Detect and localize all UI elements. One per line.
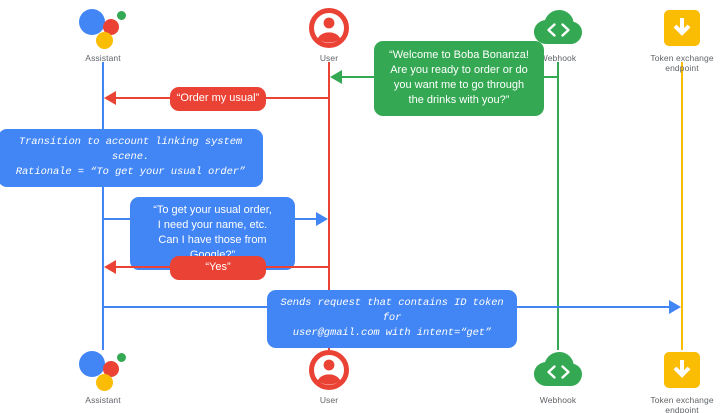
actor-label-webhook-bottom: Webhook: [539, 395, 577, 405]
bubble-id-token-request-line2: user@gmail.com with intent=“get”: [292, 327, 492, 339]
actor-assistant-bottom: Assistant: [43, 348, 163, 405]
download-box-icon: [664, 352, 700, 388]
bubble-welcome-line2: Are you ready to order or do: [390, 64, 528, 76]
webhook-icon-wrap: [498, 6, 618, 50]
actor-label-user: User: [319, 53, 339, 63]
token-endpoint-icon-wrap: [622, 6, 725, 50]
actor-token-endpoint-bottom: Token exchange endpoint: [622, 348, 725, 413]
actor-webhook-bottom: Webhook: [498, 348, 618, 405]
note-transition-to-account-linking: Transition to account linking system sce…: [0, 129, 263, 187]
cloud-code-icon: [534, 352, 582, 386]
lifeline-webhook: [557, 62, 559, 350]
webhook-icon-wrap-bottom: [498, 348, 618, 392]
bubble-id-token-request-line1: Sends request that contains ID token for: [280, 297, 504, 324]
actor-label-token-endpoint: Token exchange endpoint: [622, 53, 725, 73]
arrowhead-id-token-request: [669, 300, 681, 314]
google-assistant-logo-icon: [79, 349, 127, 391]
actor-webhook-top: Webhook: [498, 6, 618, 63]
bubble-welcome-line3: you want me to go through: [393, 79, 525, 91]
note-transition-line1: Transition to account linking system sce…: [18, 136, 243, 163]
lifeline-token-endpoint: [681, 62, 683, 350]
actor-label-assistant-bottom: Assistant: [85, 395, 121, 405]
bubble-yes-line1: “Yes”: [205, 261, 231, 273]
arrowhead-order-my-usual: [104, 91, 116, 105]
token-endpoint-label-line2: endpoint: [665, 63, 699, 73]
assistant-icon-wrap-bottom: [43, 348, 163, 392]
google-assistant-logo-icon: [79, 7, 127, 49]
actor-token-endpoint-top: Token exchange endpoint: [622, 6, 725, 73]
actor-label-assistant: Assistant: [85, 53, 121, 63]
lifeline-assistant: [102, 62, 104, 350]
user-icon-wrap: [269, 6, 389, 50]
user-avatar-icon: [309, 350, 349, 390]
assistant-icon-wrap: [43, 6, 163, 50]
bubble-need-your-name-line1: “To get your usual order,: [153, 204, 272, 216]
arrowhead-need-your-name: [316, 212, 328, 226]
bubble-welcome: “Welcome to Boba Bonanza! Are you ready …: [374, 41, 544, 116]
bubble-yes: “Yes”: [170, 256, 266, 280]
bubble-need-your-name: “To get your usual order, I need your na…: [130, 197, 295, 270]
actor-label-webhook: Webhook: [539, 53, 577, 63]
arrowhead-yes: [104, 260, 116, 274]
user-icon-wrap-bottom: [269, 348, 389, 392]
bubble-id-token-request: Sends request that contains ID token for…: [267, 290, 517, 348]
actor-assistant-top: Assistant: [43, 6, 163, 63]
token-endpoint-icon-wrap-bottom: [622, 348, 725, 392]
token-endpoint-label-line1: Token exchange: [650, 53, 714, 63]
bubble-need-your-name-line2: I need your name, etc.: [157, 219, 268, 231]
bubble-welcome-line4: the drinks with you?”: [408, 94, 510, 106]
user-avatar-icon: [309, 8, 349, 48]
bubble-order-my-usual: “Order my usual”: [170, 87, 266, 111]
token-endpoint-label-line1-bottom: Token exchange: [650, 395, 714, 405]
bubble-welcome-line1: “Welcome to Boba Bonanza!: [389, 49, 529, 61]
actor-user-top: User: [269, 6, 389, 63]
bubble-order-my-usual-line1: “Order my usual”: [176, 92, 260, 104]
lifeline-user: [328, 62, 330, 350]
actor-user-bottom: User: [269, 348, 389, 405]
note-transition-line2: Rationale = “To get your usual order”: [15, 166, 246, 178]
actor-label-user-bottom: User: [319, 395, 339, 405]
arrowhead-welcome: [330, 70, 342, 84]
cloud-code-icon: [534, 10, 582, 44]
actor-label-token-endpoint-bottom: Token exchange endpoint: [622, 395, 725, 413]
download-box-icon: [664, 10, 700, 46]
token-endpoint-label-line2-bottom: endpoint: [665, 405, 699, 413]
